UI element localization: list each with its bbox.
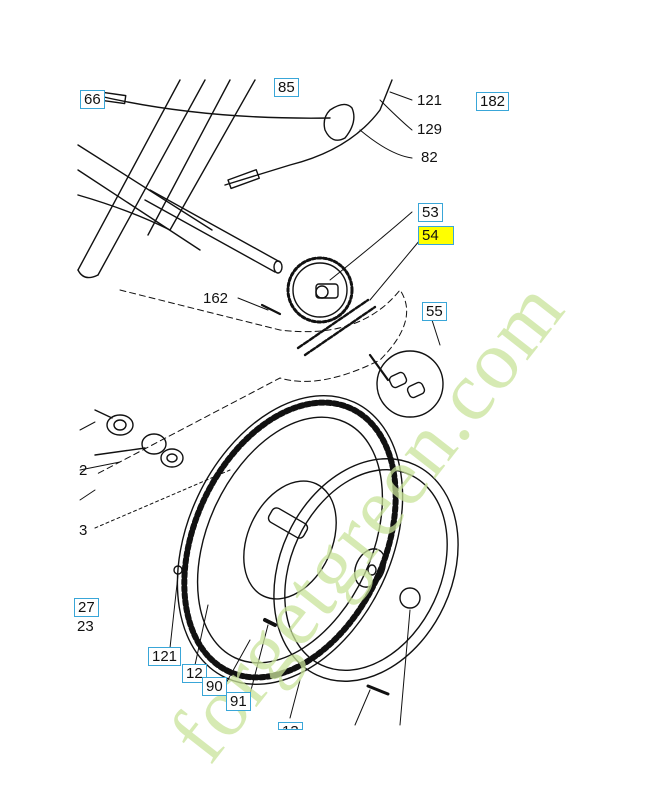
callout-182: 182 (476, 92, 510, 111)
leader-lines (79, 91, 441, 726)
callout-54-highlighted: 54 (418, 226, 454, 245)
callout-66: 66 (80, 90, 105, 109)
callout-3: 3 (79, 522, 88, 539)
pin-162-leader (237, 297, 269, 311)
callout-2: 2 (79, 462, 88, 479)
callout-90: 90 (202, 677, 227, 696)
callout-121-bottom: 121 (148, 647, 182, 666)
wheel-cover (273, 458, 459, 682)
callout-23: 23 (77, 618, 94, 635)
callout-27: 27 (74, 598, 99, 617)
chain-link-detail (368, 350, 444, 418)
bolts (173, 565, 390, 696)
handle-frame (77, 79, 256, 279)
sprocket (286, 256, 354, 324)
callout-13: 13 (278, 722, 303, 730)
callout-121: 121 (417, 92, 443, 109)
callout-129: 129 (417, 121, 443, 138)
callout-162: 162 (203, 290, 229, 307)
drive-shaft (144, 189, 283, 274)
callout-53: 53 (418, 203, 443, 222)
callout-55: 55 (422, 302, 447, 321)
callout-12: 12 (182, 664, 207, 683)
callout-91: 91 (226, 692, 251, 711)
bearing-parts (94, 409, 231, 529)
drive-chain (296, 298, 377, 357)
callout-82: 82 (421, 149, 438, 166)
control-cable (94, 79, 393, 190)
callout-85: 85 (274, 78, 299, 97)
